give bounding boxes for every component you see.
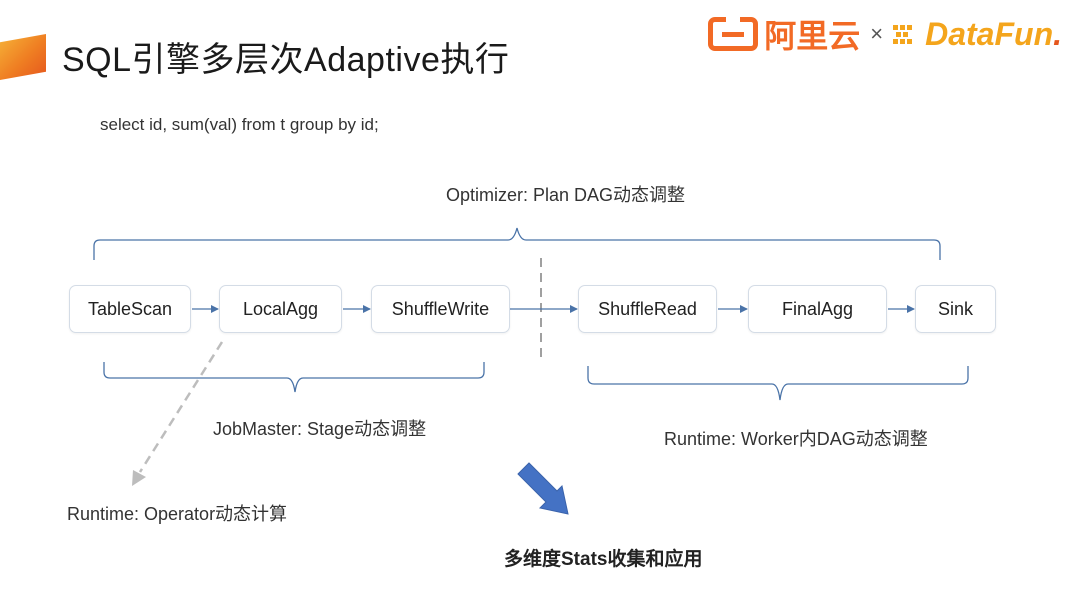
operator-pointer-head	[132, 470, 146, 486]
datafun-logo-word: DataFun	[925, 15, 1054, 52]
sql-statement: select id, sum(val) from t group by id;	[100, 115, 379, 134]
logo-group: 阿里云 × DataFun.	[708, 14, 1062, 54]
optimizer-label: Optimizer: Plan DAG动态调整	[446, 185, 686, 205]
worker-brace	[587, 366, 969, 401]
datafun-logo-dot: .	[1053, 15, 1062, 52]
operator-dashed-pointer	[138, 341, 224, 473]
node-shuffleread: ShuffleRead	[578, 285, 717, 333]
node-finalagg: FinalAgg	[748, 285, 887, 333]
jobmaster-brace	[103, 362, 485, 393]
stats-label: 多维度Stats收集和应用	[504, 549, 703, 570]
aliyun-logo-icon	[708, 16, 759, 51]
aliyun-logo-text: 阿里云	[764, 18, 861, 54]
node-shufflewrite: ShuffleWrite	[371, 285, 510, 333]
datafun-logo-text: DataFun.	[925, 16, 1062, 53]
node-tablescan: TableScan	[69, 285, 191, 333]
stats-big-arrow	[517, 462, 569, 515]
optimizer-brace	[93, 227, 941, 260]
runtime-operator-label: Runtime: Operator动态计算	[67, 504, 288, 524]
node-sink: Sink	[915, 285, 996, 333]
jobmaster-label: JobMaster: Stage动态调整	[213, 419, 427, 439]
title-accent-shape	[0, 34, 46, 80]
logo-separator: ×	[870, 21, 884, 46]
node-localagg: LocalAgg	[219, 285, 342, 333]
slide-title: SQL引擎多层次Adaptive执行	[62, 41, 510, 79]
datafun-logo-icon	[893, 21, 919, 47]
runtime-worker-label: Runtime: Worker内DAG动态调整	[664, 429, 928, 449]
